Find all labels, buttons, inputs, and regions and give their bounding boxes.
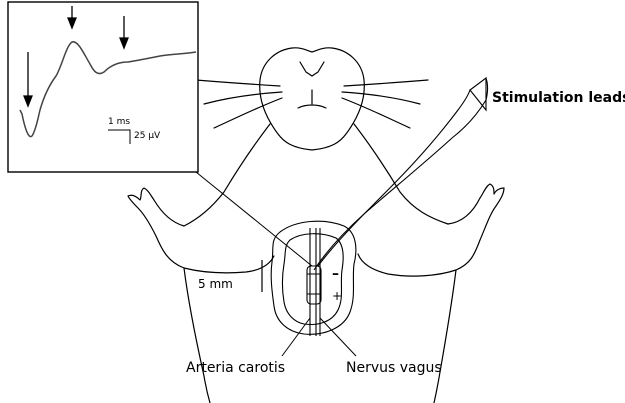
stimulation-leads-pointer bbox=[470, 78, 486, 110]
inset-connector-line bbox=[196, 172, 312, 266]
arteria-carotis-vessel bbox=[310, 228, 316, 336]
scale-5mm-label: 5 mm bbox=[198, 277, 233, 291]
voltage-scale-label: 25 µV bbox=[134, 131, 161, 141]
stimulation-lead-1 bbox=[318, 90, 470, 266]
electrode-minus: – bbox=[332, 266, 339, 282]
stimulation-lead-2 bbox=[314, 78, 488, 270]
stimulation-leads-label: Stimulation leads bbox=[492, 90, 625, 106]
arteria-carotis-label: Arteria carotis bbox=[186, 360, 285, 376]
rat-mouth bbox=[298, 90, 326, 108]
rat-body-right bbox=[434, 270, 456, 403]
electrode-rings bbox=[307, 274, 321, 294]
electrode-cuff bbox=[307, 266, 321, 304]
carotis-leader bbox=[282, 318, 310, 356]
electrode-plus: + bbox=[332, 289, 342, 303]
scale-bar-5mm: 5 mm bbox=[198, 260, 262, 292]
incision-outline-outer bbox=[271, 221, 356, 334]
inset-panel: 1 ms 25 µV bbox=[8, 2, 198, 172]
nervus-vagus-label: Nervus vagus bbox=[346, 360, 442, 376]
rat-left-arm bbox=[128, 188, 274, 273]
rat-neck-right bbox=[354, 124, 448, 224]
rat-nose bbox=[300, 62, 324, 76]
time-scale-label: 1 ms bbox=[108, 117, 130, 127]
vagus-leader bbox=[320, 318, 356, 356]
